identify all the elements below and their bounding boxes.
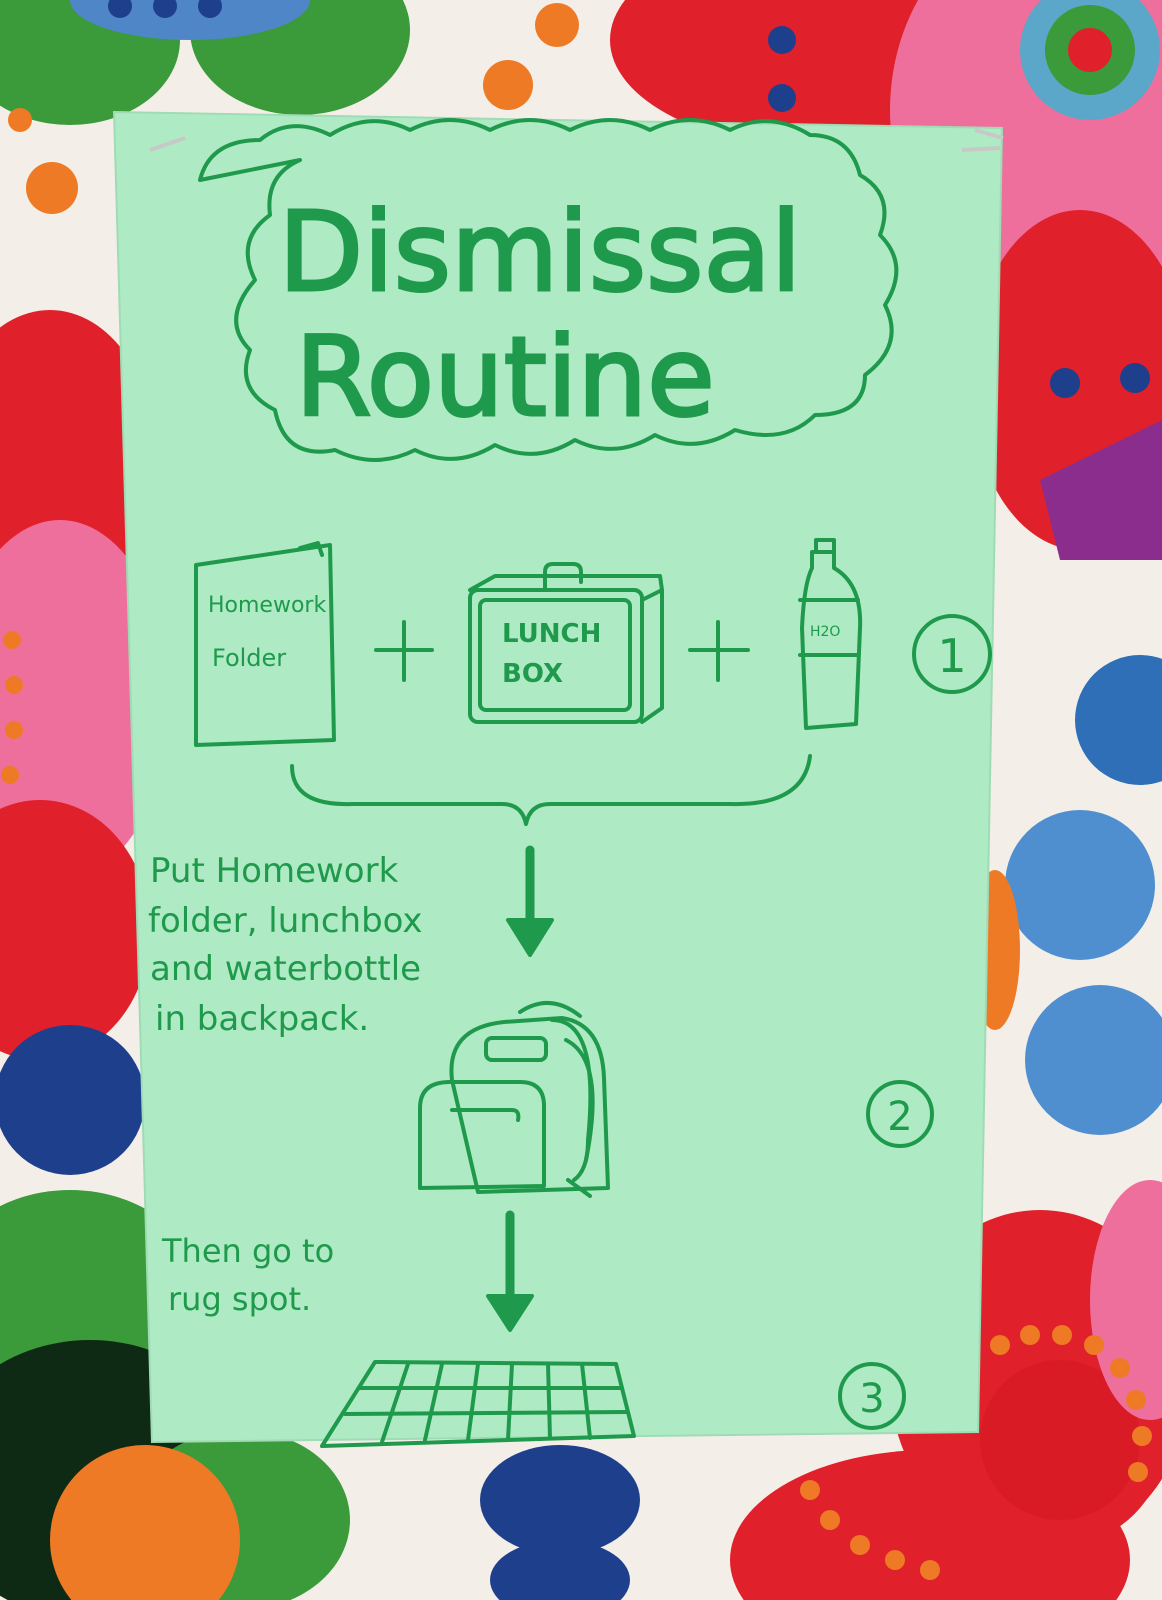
step-3-number: 3 xyxy=(859,1376,884,1422)
folder-label-line-1: Homework xyxy=(208,593,326,618)
folder-label-line-2: Folder xyxy=(212,644,286,672)
instruction-1-line-2: folder, lunchbox xyxy=(148,901,423,941)
lunchbox-label-line-2: BOX xyxy=(502,659,563,689)
title-line-1: Dismissal xyxy=(279,188,802,316)
instruction-2-line-2: rug spot. xyxy=(168,1280,311,1318)
step-2-number: 2 xyxy=(887,1094,912,1140)
instruction-1-line-3: and waterbottle xyxy=(150,949,421,989)
instruction-1-line-4: in backpack. xyxy=(155,999,369,1039)
title-line-2: Routine xyxy=(295,313,715,441)
step-1-number: 1 xyxy=(937,629,966,683)
bottle-label: H2O xyxy=(810,624,840,640)
lunchbox-label-line-1: LUNCH xyxy=(502,619,601,649)
instruction-1-line-1: Put Homework xyxy=(150,851,399,891)
instruction-2-line-1: Then go to xyxy=(161,1232,334,1270)
